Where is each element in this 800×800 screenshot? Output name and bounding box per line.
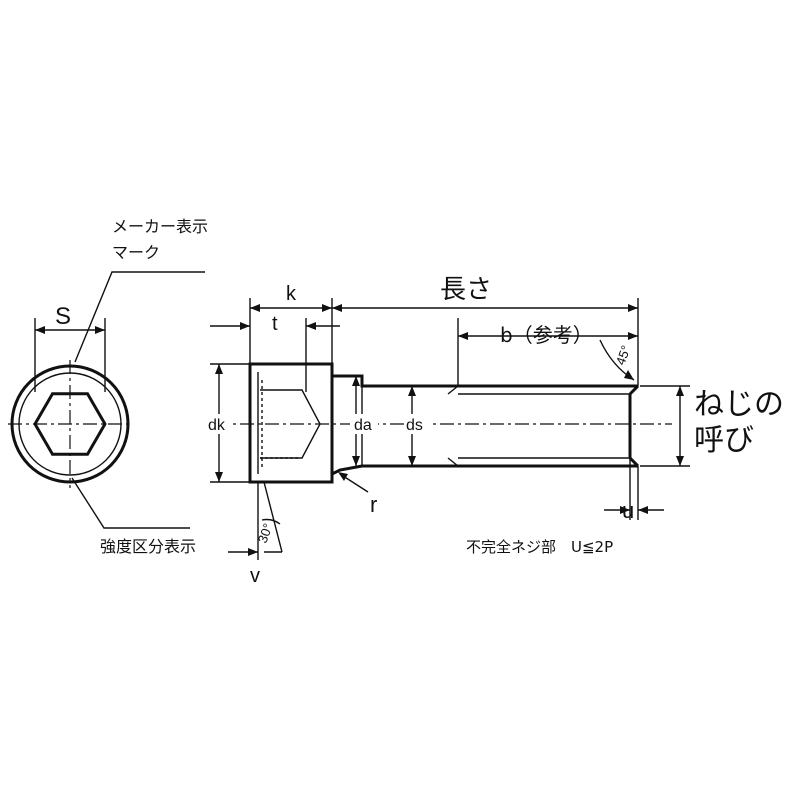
k-arrow-right bbox=[322, 304, 332, 312]
strength-class-label: 強度区分表示 bbox=[100, 537, 196, 556]
t-label: t bbox=[272, 313, 278, 335]
dk-label: dk bbox=[208, 417, 226, 434]
dk-arrow-bottom bbox=[215, 472, 223, 482]
s-arrow-right bbox=[95, 326, 105, 334]
dk-arrow-top bbox=[215, 364, 223, 374]
t-arrow-right bbox=[306, 322, 316, 330]
v-arrow bbox=[248, 548, 258, 556]
strength-class-leader bbox=[71, 477, 190, 529]
ds-label: ds bbox=[406, 417, 423, 434]
maker-mark-label-2: マーク bbox=[112, 243, 160, 262]
end-view bbox=[8, 271, 205, 529]
thread-nominal-arrow-bottom bbox=[676, 456, 684, 466]
k-arrow-left bbox=[250, 304, 260, 312]
angle30-arc bbox=[261, 518, 281, 525]
r-arrow bbox=[338, 472, 348, 481]
maker-mark-leader bbox=[74, 271, 205, 363]
angle45-arrow bbox=[624, 370, 634, 380]
shank-bottom-edge bbox=[331, 464, 638, 476]
s-label: S bbox=[55, 303, 71, 330]
s-arrow-left bbox=[35, 326, 45, 334]
shank-top-edge bbox=[332, 374, 638, 388]
length-arrow-left bbox=[332, 304, 342, 312]
b-arrow-left bbox=[458, 332, 468, 340]
dk-label-bg bbox=[206, 414, 232, 434]
thread-runout-top bbox=[447, 385, 459, 395]
k-label: k bbox=[286, 283, 297, 305]
length-arrow-right bbox=[628, 304, 638, 312]
length-label: 長さ bbox=[440, 275, 492, 305]
ds-label-bg bbox=[404, 414, 430, 434]
u-arrow-left bbox=[620, 506, 630, 514]
r-label: r bbox=[370, 492, 377, 517]
thread-runout-bottom bbox=[447, 457, 459, 467]
da-label-bg bbox=[350, 414, 378, 434]
ds-arrow-bottom bbox=[408, 456, 416, 466]
bolt-head bbox=[248, 362, 334, 484]
ds-arrow-top bbox=[408, 386, 416, 396]
v-label: v bbox=[250, 565, 260, 587]
u-label: u bbox=[622, 498, 634, 523]
side-view bbox=[206, 298, 690, 560]
angle45-label: 45° bbox=[613, 343, 634, 367]
da-label: da bbox=[354, 417, 372, 434]
maker-mark-label-1: メーカー表示 bbox=[112, 217, 208, 236]
b-arrow-right bbox=[628, 332, 638, 340]
t-arrow-left bbox=[240, 322, 250, 330]
da-arrow-bottom bbox=[352, 456, 360, 466]
angle30-label: 30° bbox=[255, 521, 276, 545]
incomplete-thread-label: 不完全ネジ部 U≦2P bbox=[466, 538, 613, 556]
thread-nominal-label-1: ねじの bbox=[694, 387, 784, 422]
thread-nominal-label-2: 呼び bbox=[694, 423, 754, 458]
thread-nominal-arrow-top bbox=[676, 386, 684, 396]
angle30-line bbox=[263, 481, 283, 553]
tip-chamfer-top bbox=[628, 384, 640, 396]
u-arrow-right bbox=[638, 506, 648, 514]
b-ref-label: b（参考） bbox=[500, 323, 593, 347]
da-arrow-top bbox=[352, 376, 360, 386]
tip-chamfer-bottom bbox=[628, 456, 640, 468]
